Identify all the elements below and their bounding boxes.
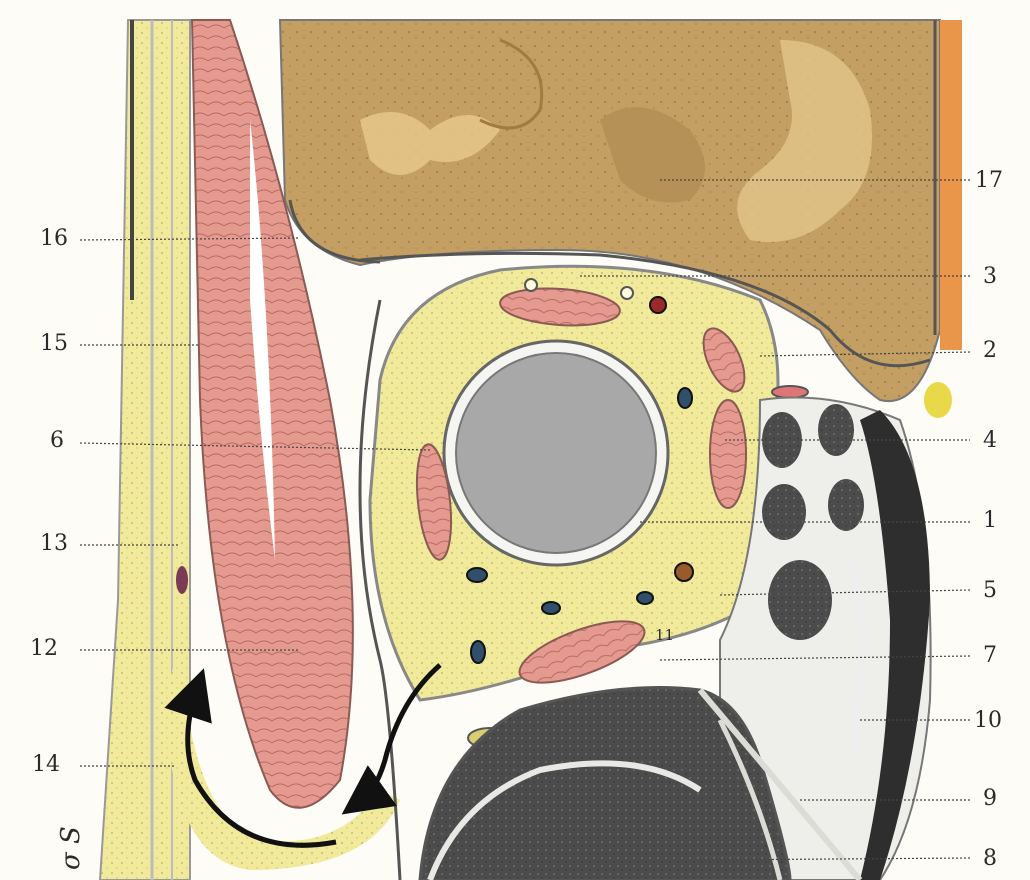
label-3: 3	[983, 266, 997, 288]
vessel	[675, 563, 693, 581]
vessel	[678, 388, 692, 408]
vessel	[650, 297, 666, 313]
label-2: 2	[983, 340, 997, 362]
vessel	[471, 641, 485, 663]
label-11: 11	[655, 628, 674, 643]
label-9: 9	[983, 788, 997, 810]
label-4: 4	[983, 430, 997, 452]
vessel	[637, 592, 653, 604]
vessel	[542, 602, 560, 614]
label-12: 12	[30, 638, 58, 660]
label-1: 1	[983, 510, 997, 532]
label-16: 16	[40, 228, 68, 250]
label-14: 14	[32, 754, 60, 776]
label-8: 8	[983, 848, 997, 870]
vessel	[467, 568, 487, 582]
label-6: 6	[50, 430, 64, 452]
label-5: 5	[983, 580, 997, 602]
label-17: 17	[975, 170, 1003, 192]
label-13: 13	[40, 533, 68, 555]
lateral-muscle	[710, 400, 746, 508]
artist-signature: σ S	[56, 826, 86, 870]
label-15: 15	[40, 333, 68, 355]
label-10: 10	[974, 710, 1002, 732]
label-7: 7	[983, 645, 997, 667]
